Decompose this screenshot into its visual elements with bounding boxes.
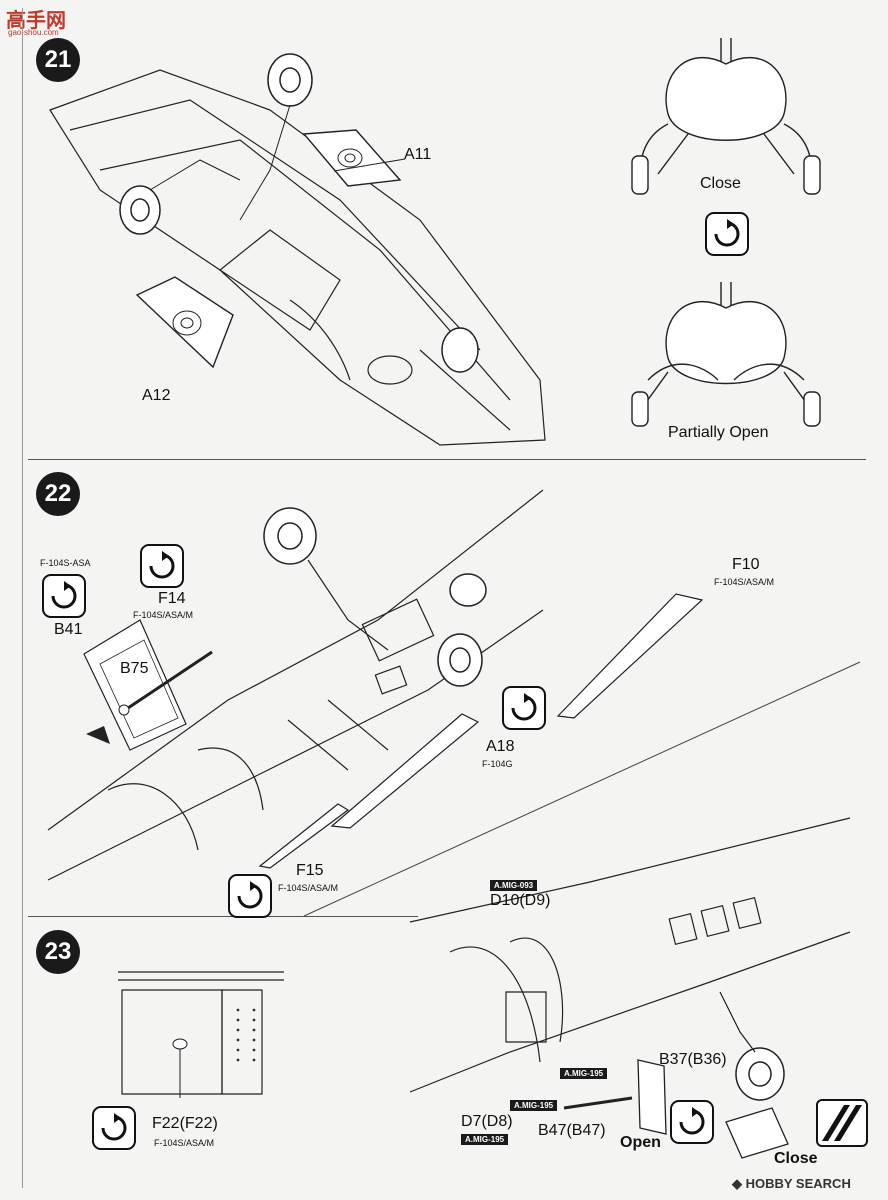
watermark-url: gao-shou.com bbox=[8, 28, 59, 37]
label-f22: F22(F22) bbox=[152, 1115, 218, 1132]
step23-fuselage-drawing bbox=[410, 812, 860, 1102]
note-f10: F-104S/ASA/M bbox=[714, 577, 775, 587]
door-closed-icon bbox=[822, 1105, 862, 1141]
label-f14: F14 bbox=[158, 590, 186, 607]
part-a11-door bbox=[300, 128, 404, 190]
view-label-close-23: Close bbox=[774, 1150, 818, 1167]
view-label-close: Close bbox=[700, 175, 741, 192]
step-22-badge: 22 bbox=[36, 472, 80, 516]
flip-icon-step23-open bbox=[670, 1100, 714, 1144]
flip-icon-b41 bbox=[42, 574, 86, 618]
diagonal-divider bbox=[300, 660, 866, 920]
label-a11: A11 bbox=[404, 146, 432, 163]
step-21-badge: 21 bbox=[36, 38, 80, 82]
flip-icon-f14 bbox=[140, 544, 184, 588]
note-f14: F-104S/ASA/M bbox=[133, 610, 194, 620]
front-view-partially-open bbox=[628, 280, 824, 430]
label-f15: F15 bbox=[296, 862, 324, 879]
part-b47-arm bbox=[562, 1094, 634, 1112]
step21-fuselage-drawing bbox=[40, 50, 550, 450]
flip-icon-step22-right bbox=[502, 686, 546, 730]
label-b37: B37(B36) bbox=[659, 1051, 727, 1068]
label-d10: D10(D9) bbox=[490, 892, 551, 909]
part-f10 bbox=[556, 588, 706, 720]
flip-icon-f22 bbox=[92, 1106, 136, 1150]
footer-brand-text: HOBBY SEARCH bbox=[745, 1176, 851, 1191]
paint-tag-mig195-a: A.MIG-195 bbox=[560, 1068, 608, 1079]
label-a12: A12 bbox=[142, 387, 171, 404]
watermark-logo: 高手网 bbox=[6, 4, 66, 33]
rotate-icon bbox=[149, 551, 175, 579]
part-a18 bbox=[330, 710, 480, 830]
paint-tag-mig195-c: A.MIG-195 bbox=[461, 1134, 509, 1145]
leader-a11 bbox=[330, 155, 408, 175]
part-a12-door bbox=[133, 275, 237, 371]
rotate-icon bbox=[101, 1113, 127, 1141]
label-f10: F10 bbox=[732, 556, 760, 573]
label-a18: A18 bbox=[486, 738, 515, 755]
note-f22: F-104S/ASA/M bbox=[154, 1138, 215, 1148]
note-f15: F-104S/ASA/M bbox=[278, 883, 339, 893]
part-b75-rod bbox=[118, 648, 218, 716]
front-view-close bbox=[628, 34, 824, 202]
rotate-icon bbox=[237, 881, 263, 909]
view-label-open: Open bbox=[620, 1134, 661, 1151]
part-b37-door bbox=[634, 1056, 670, 1138]
rotate-icon bbox=[511, 693, 537, 721]
closed-door-detail bbox=[722, 1104, 792, 1162]
note-a18: F-104G bbox=[482, 759, 513, 769]
view-label-partially-open: Partially Open bbox=[668, 424, 769, 441]
paint-tag-mig093: A.MIG-093 bbox=[490, 880, 538, 891]
label-b75: B75 bbox=[120, 660, 149, 677]
close-detail-box bbox=[816, 1099, 868, 1147]
watermark-brand-text: 高手网 bbox=[6, 10, 66, 32]
rotate-icon bbox=[51, 581, 77, 609]
step23-panel-closeup bbox=[118, 960, 284, 1100]
paint-tag-mig195-b: A.MIG-195 bbox=[510, 1100, 558, 1111]
hobby-search-icon: ◆ bbox=[732, 1176, 746, 1191]
label-b41: B41 bbox=[54, 621, 83, 638]
rotate-icon bbox=[714, 219, 740, 247]
flip-icon-f15 bbox=[228, 874, 272, 918]
part-f14-panel bbox=[80, 614, 190, 754]
flip-icon-step21 bbox=[705, 212, 749, 256]
divider-21-22 bbox=[28, 459, 866, 460]
step22-fuselage-drawing bbox=[48, 470, 548, 890]
step-23-badge: 23 bbox=[36, 930, 80, 974]
rotate-icon bbox=[679, 1107, 705, 1135]
label-b47: B47(B47) bbox=[538, 1122, 606, 1139]
footer-brand: ◆ HOBBY SEARCH bbox=[732, 1176, 851, 1192]
label-d7: D7(D8) bbox=[461, 1113, 513, 1130]
note-b41: F-104S-ASA bbox=[40, 558, 91, 568]
divider-22-23 bbox=[28, 916, 418, 917]
page-left-edge bbox=[22, 8, 23, 1188]
part-f15 bbox=[258, 800, 350, 870]
